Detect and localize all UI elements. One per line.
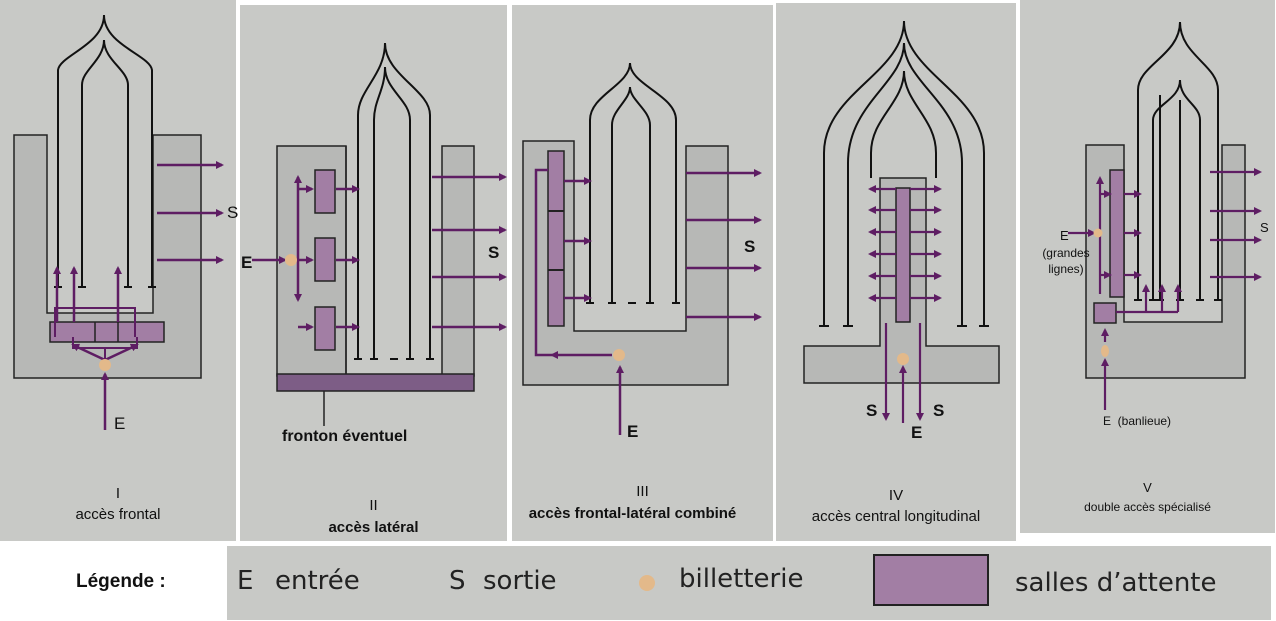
panel-numeral: V [1143,480,1152,495]
legend-ticket-label: billetterie [679,564,804,594]
panel-numeral: III [636,483,649,500]
legend-exit-label: sortie [483,566,557,596]
waiting-room-suburban [1093,302,1117,324]
fronton-note: fronton éventuel [282,428,408,445]
legend-title: Légende : [76,571,166,592]
exit-label-left: S [866,401,878,420]
waiting-rooms [547,150,565,327]
panel-2-drawing [252,42,507,426]
exit-label-right: S [933,401,945,420]
diagram-panel-4: S S E IV accès central longitudinal [776,3,1016,541]
entry-label-main: E [1060,228,1069,243]
legend-exit-symbol: S [449,566,466,596]
ticket-office-suburban [1101,345,1109,357]
entry-label: E [627,422,639,441]
tracks [1134,21,1222,301]
waiting-room [895,187,911,323]
flow-arrows [550,169,762,435]
flow-arrows [1068,168,1262,410]
diagram-panel-5: S E (grandes lignes) E (banlieue) V doub… [1020,0,1275,533]
waiting-room [49,321,165,343]
flow-arrows [252,173,507,331]
panel-caption: accès frontal [75,506,161,523]
entry-label-suburban: E (banlieue) [1103,414,1172,428]
legend-waiting-box [873,554,989,606]
ticket-office [897,353,909,365]
legend-entry-label: entrée [275,566,360,596]
flow-arrows [53,161,224,430]
legend: E entrée S sortie billetterie salles d’a… [227,546,1271,620]
ticket-office [285,254,297,266]
ticket-office [99,359,111,371]
tracks [586,62,680,304]
panel-numeral: IV [888,487,904,504]
flow-arrows [868,185,942,423]
panel-caption: accès central longitudinal [811,508,981,525]
panel-numeral: I [115,485,121,502]
panel-1-drawing [13,14,224,430]
entry-sublabel-main: (grandes lignes) [1042,246,1090,276]
panel-4-drawing [803,20,1000,423]
waiting-rooms [314,169,336,351]
panel-caption: accès latéral [328,519,419,536]
entry-label: E [114,414,126,433]
legend-waiting-label: salles d’attente [1015,568,1217,598]
entry-label: E [911,423,923,442]
exit-label: S [227,203,239,222]
exit-label: S [1260,220,1269,235]
diagram-panel-2: S E fronton éventuel II accès latéral [240,5,507,541]
ticket-office [613,349,625,361]
panel-numeral: II [369,497,378,514]
diagram-panel-1: S E I accès frontal [0,0,239,541]
panel-5-drawing [1068,21,1262,410]
panel-caption: double accès spécialisé [1084,500,1211,514]
ticket-office-main [1093,228,1103,238]
tracks [354,42,434,360]
waiting-room-main [1109,169,1125,298]
tracks [54,14,156,288]
legend-ticket-dot [639,575,655,591]
diagram-panel-3: S E III accès frontal-latéral combiné [512,5,773,541]
legend-entry-symbol: E [237,566,254,596]
fronton [276,373,475,392]
exit-label: S [488,243,500,262]
exit-label: S [744,237,756,256]
panel-caption: accès frontal-latéral combiné [528,505,737,522]
tracks [819,20,989,327]
entry-label: E [241,253,253,272]
panel-3-drawing [522,62,762,435]
